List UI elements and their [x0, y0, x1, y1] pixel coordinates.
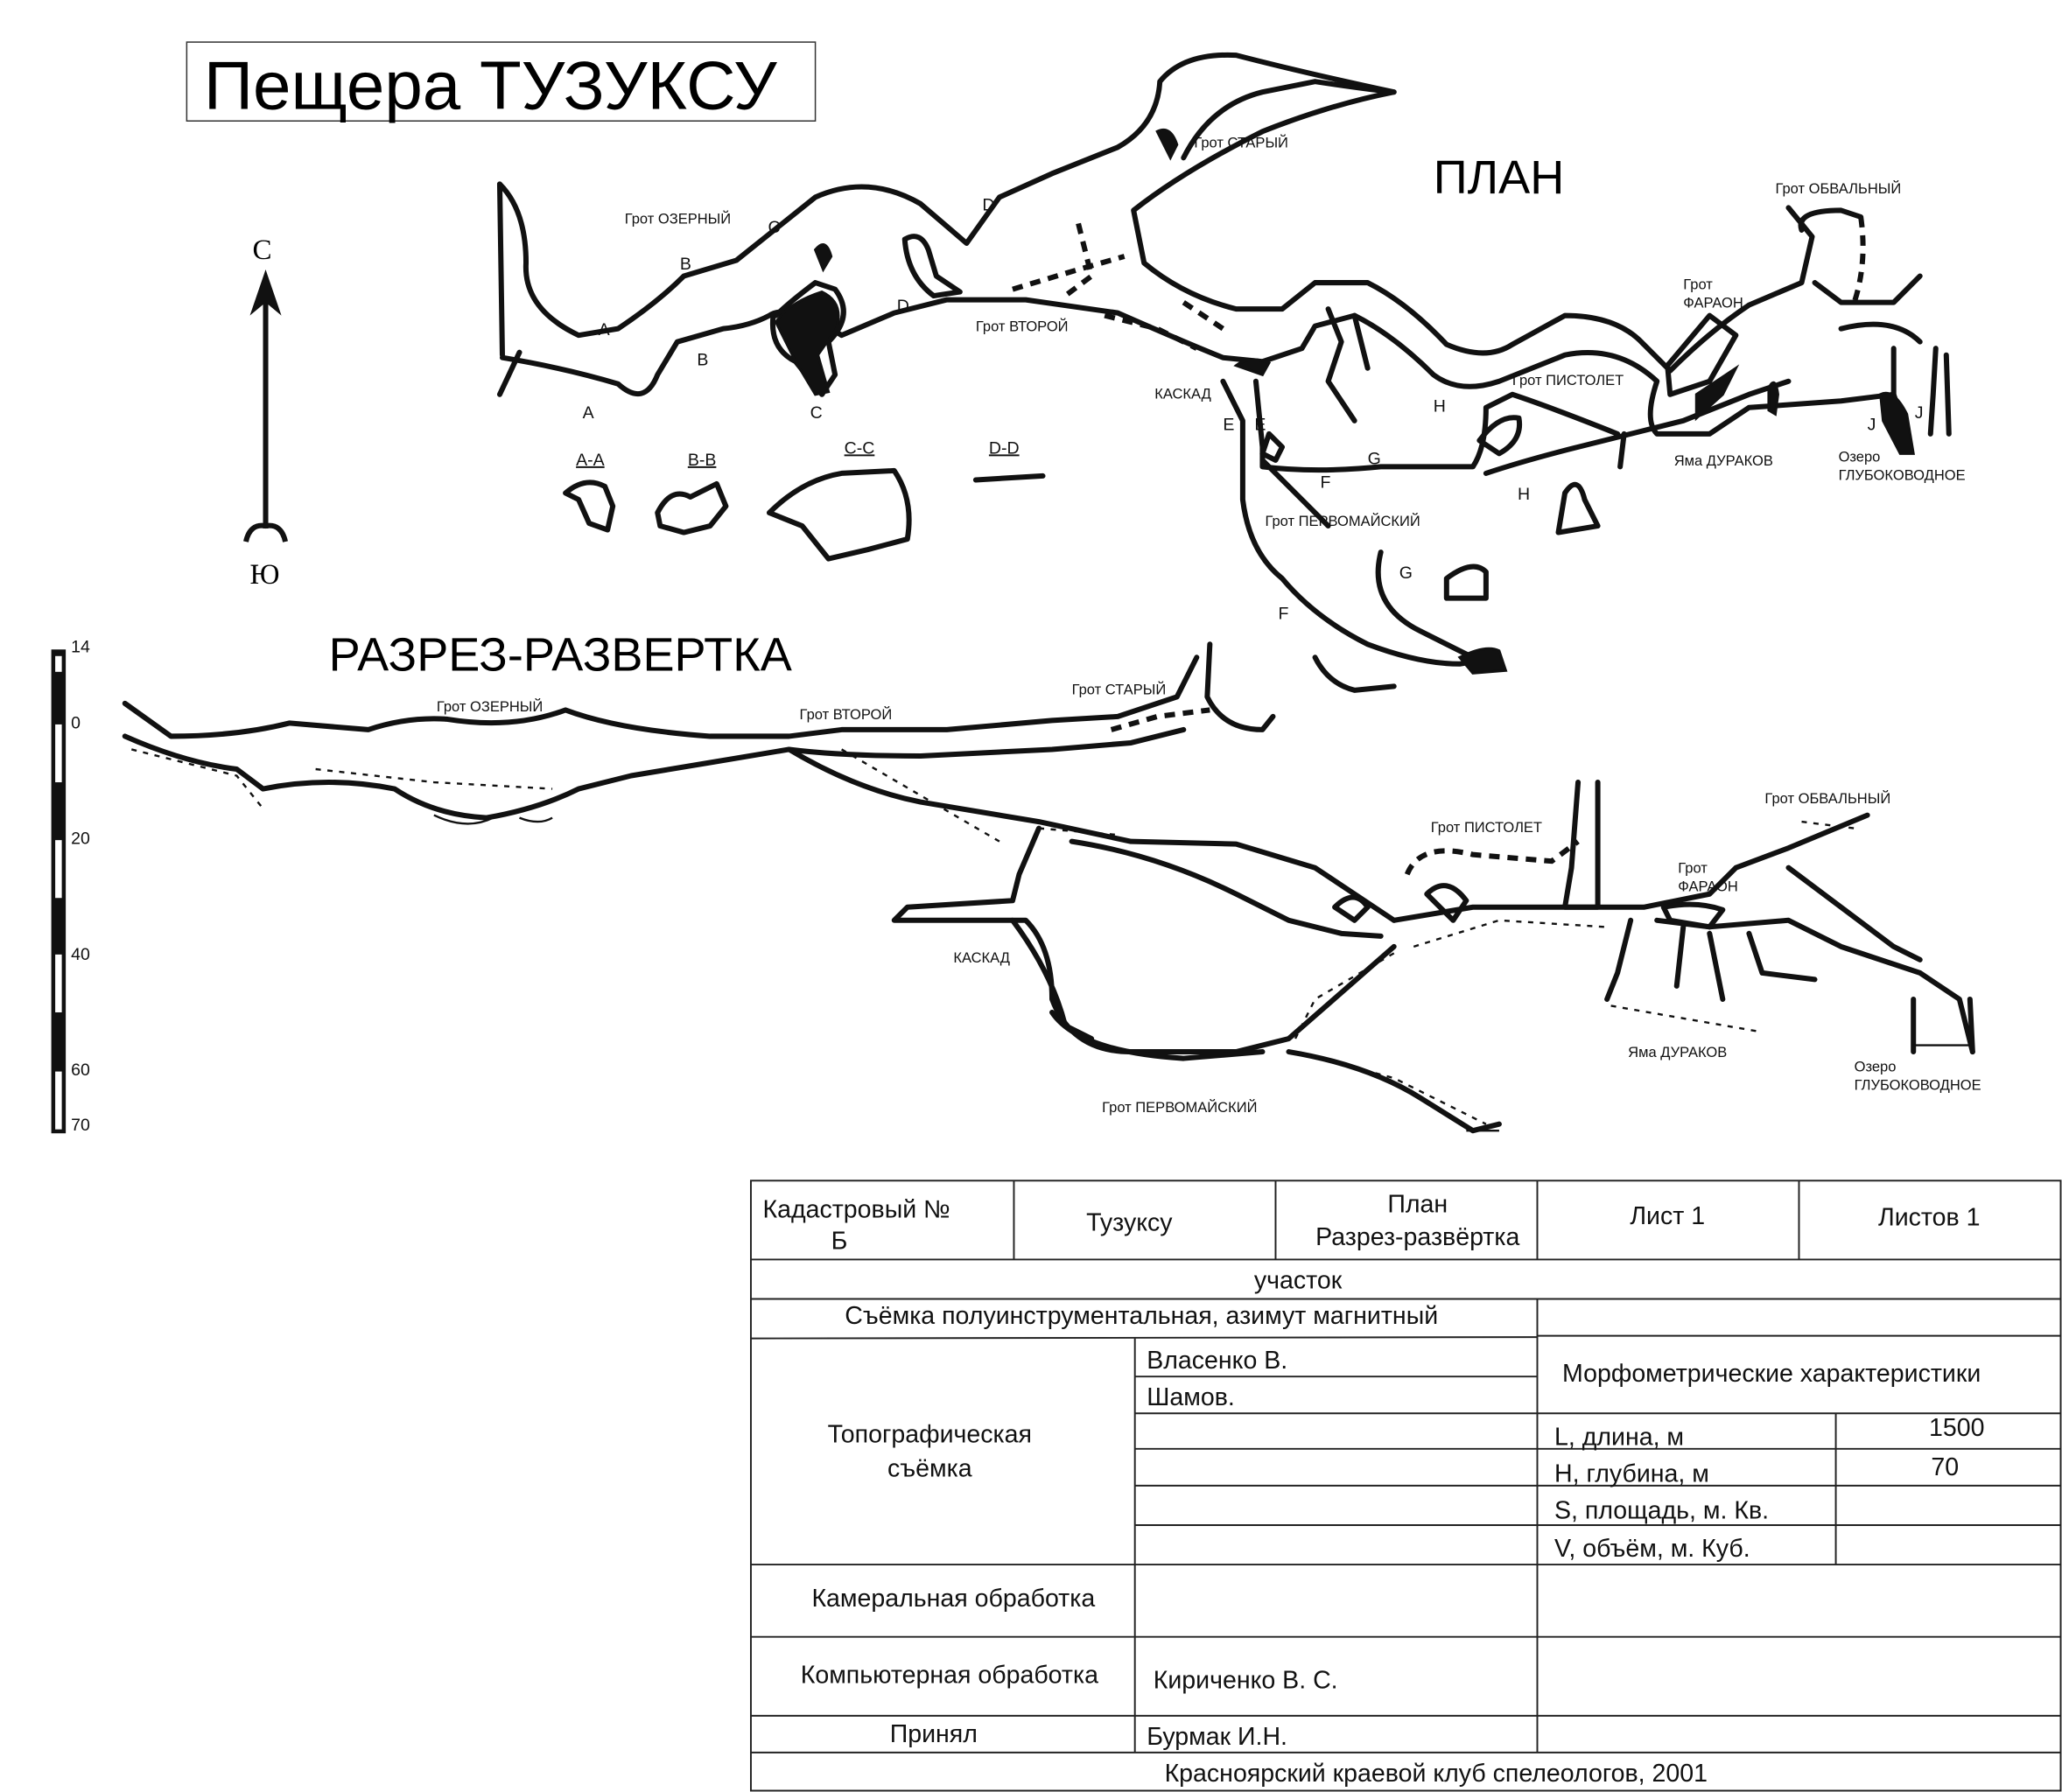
- north-label: С: [252, 234, 271, 266]
- topo-survey-label-2: съёмка: [887, 1454, 972, 1482]
- section-label-yama: Яма ДУРАКОВ: [1628, 1044, 1727, 1060]
- section-label-vtoroy: Грот ВТОРОЙ: [800, 706, 893, 723]
- depth-scale: 14 0 20 40 60 70: [51, 637, 90, 1135]
- cross-section-label: B-B: [688, 451, 717, 470]
- sheet-type-plan: План: [1387, 1190, 1448, 1218]
- plan-label-vtoroy: Грот ВТОРОЙ: [976, 318, 1069, 335]
- plan-label-obvalny: Грот ОБВАЛЬНЫЙ: [1775, 180, 1901, 197]
- cameral-processing: Камеральная обработка: [811, 1585, 1095, 1613]
- section-view: [122, 641, 1975, 1134]
- plan-label-pervomaisky: Грот ПЕРВОМАЙСКИЙ: [1265, 513, 1420, 529]
- section-letters: A A B B C C D D E E F F G G H H J J: [583, 195, 1924, 623]
- section-label-faraon-2: ФАРАОН: [1678, 878, 1738, 895]
- scale-tick: 60: [71, 1060, 90, 1080]
- sheet-number: Лист 1: [1630, 1202, 1705, 1230]
- surveyor-1: Власенко В.: [1147, 1347, 1287, 1375]
- cross-sections: A-A B-B C-C D-D: [563, 438, 1046, 562]
- section-label-ozerny: Грот ОЗЕРНЫЙ: [437, 698, 543, 715]
- section-heading: РАЗРЕЗ-РАЗВЕРТКА: [329, 628, 792, 681]
- scale-tick: 20: [71, 830, 90, 849]
- section-letter: E: [1254, 415, 1266, 434]
- plan-label-ozerny: Грот ОЗЕРНЫЙ: [625, 210, 731, 227]
- section-letter: H: [1434, 396, 1446, 416]
- section-letter: A: [583, 403, 594, 423]
- section-letter: J: [1868, 415, 1876, 434]
- section-label-ozero-2: ГЛУБОКОВОДНОЕ: [1855, 1077, 1981, 1094]
- cross-section-label: D-D: [989, 438, 1020, 458]
- depth-value: 70: [1931, 1453, 1959, 1481]
- scale-tick: 70: [71, 1116, 90, 1135]
- plan-label-ozero-2: ГЛУБОКОВОДНОЕ: [1839, 466, 1966, 483]
- section-letter: C: [768, 218, 780, 237]
- section-letter: H: [1518, 485, 1530, 504]
- section-label-obvalny: Грот ОБВАЛЬНЫЙ: [1764, 790, 1890, 807]
- plan-label-pistolet: Грот ПИСТОЛЕТ: [1512, 372, 1624, 388]
- sheet-type-section: Разрез-развёртка: [1315, 1223, 1519, 1251]
- section-letter: D: [897, 297, 909, 316]
- accepted-label: Принял: [890, 1720, 978, 1748]
- section-label-kaskad: КАСКАД: [953, 949, 1010, 966]
- cadastral-value: Б: [831, 1227, 848, 1255]
- section-letter: J: [1915, 403, 1924, 423]
- cross-section-label: C-C: [845, 438, 875, 458]
- title-box: Пещера ТУЗУКСУ: [186, 41, 817, 124]
- section-label-faraon-1: Грот: [1678, 860, 1708, 877]
- depth-label: H, глубина, м: [1554, 1460, 1709, 1488]
- section-letter: F: [1321, 472, 1331, 492]
- plan-label-faraon-1: Грот: [1683, 276, 1713, 293]
- area-cell: участок: [1254, 1267, 1343, 1295]
- cadastral-label: Кадастровый №: [762, 1195, 950, 1223]
- surveyor-2: Шамов.: [1147, 1383, 1235, 1411]
- plan-label-stary: Грот СТАРЫЙ: [1194, 134, 1288, 150]
- section-letter: E: [1223, 415, 1234, 434]
- section-label-stary: Грот СТАРЫЙ: [1072, 681, 1167, 697]
- length-value: 1500: [1929, 1414, 1984, 1442]
- section-labels: Грот ОЗЕРНЫЙ Грот ВТОРОЙ Грот СТАРЫЙ Гро…: [437, 681, 1981, 1116]
- north-arrow-icon: С Ю: [243, 234, 288, 591]
- map-title: Пещера ТУЗУКСУ: [204, 47, 778, 124]
- survey-method: Съёмка полуинструментальная, азимут магн…: [845, 1302, 1438, 1330]
- scale-tick: 40: [71, 945, 90, 964]
- plan-view: [496, 52, 1952, 693]
- section-letter: F: [1278, 605, 1288, 624]
- section-letter: G: [1368, 449, 1381, 468]
- section-label-ozero-1: Озеро: [1855, 1059, 1897, 1075]
- square-label: S, площадь, м. Кв.: [1554, 1496, 1769, 1524]
- section-letter: G: [1399, 564, 1413, 583]
- section-letter: B: [697, 351, 708, 370]
- computer-processing: Компьютерная обработка: [801, 1661, 1098, 1689]
- section-label-pervomaisky: Грот ПЕРВОМАЙСКИЙ: [1102, 1099, 1257, 1116]
- scale-tick: 0: [71, 713, 81, 732]
- section-letter: D: [982, 195, 994, 214]
- morphometric-heading: Морфометрические характеристики: [1562, 1360, 1981, 1388]
- sheets-total: Листов 1: [1878, 1203, 1981, 1231]
- title-block-table: Кадастровый № Б Тузуксу План Разрез-разв…: [749, 1180, 2062, 1792]
- length-label: L, длина, м: [1554, 1423, 1684, 1451]
- section-letter: B: [680, 255, 691, 274]
- volume-label: V, объём, м. Куб.: [1554, 1535, 1750, 1563]
- plan-heading: ПЛАН: [1434, 151, 1564, 204]
- plan-label-yama: Яма ДУРАКОВ: [1674, 452, 1773, 469]
- computer-processing-by: Кириченко В. С.: [1154, 1666, 1338, 1694]
- cross-section-label: A-A: [576, 451, 605, 470]
- section-letter: C: [810, 403, 823, 423]
- scale-tick: 14: [71, 637, 90, 656]
- topo-survey-label: Топографическая: [828, 1420, 1032, 1448]
- plan-label-faraon-2: ФАРАОН: [1683, 295, 1743, 312]
- section-label-pistolet: Грот ПИСТОЛЕТ: [1431, 819, 1542, 836]
- accepted-by: Бурмак И.Н.: [1147, 1723, 1287, 1751]
- south-label: Ю: [249, 559, 279, 591]
- plan-labels: Грот СТАРЫЙ Грот ОЗЕРНЫЙ Грот ВТОРОЙ КАС…: [625, 134, 1966, 529]
- plan-label-ozero-1: Озеро: [1839, 448, 1881, 465]
- footer-club: Красноярский краевой клуб спелеологов, 2…: [1165, 1760, 1708, 1788]
- section-letter: A: [599, 320, 610, 340]
- plan-label-kaskad: КАСКАД: [1154, 385, 1211, 402]
- cave-name-cell: Тузуксу: [1086, 1208, 1173, 1236]
